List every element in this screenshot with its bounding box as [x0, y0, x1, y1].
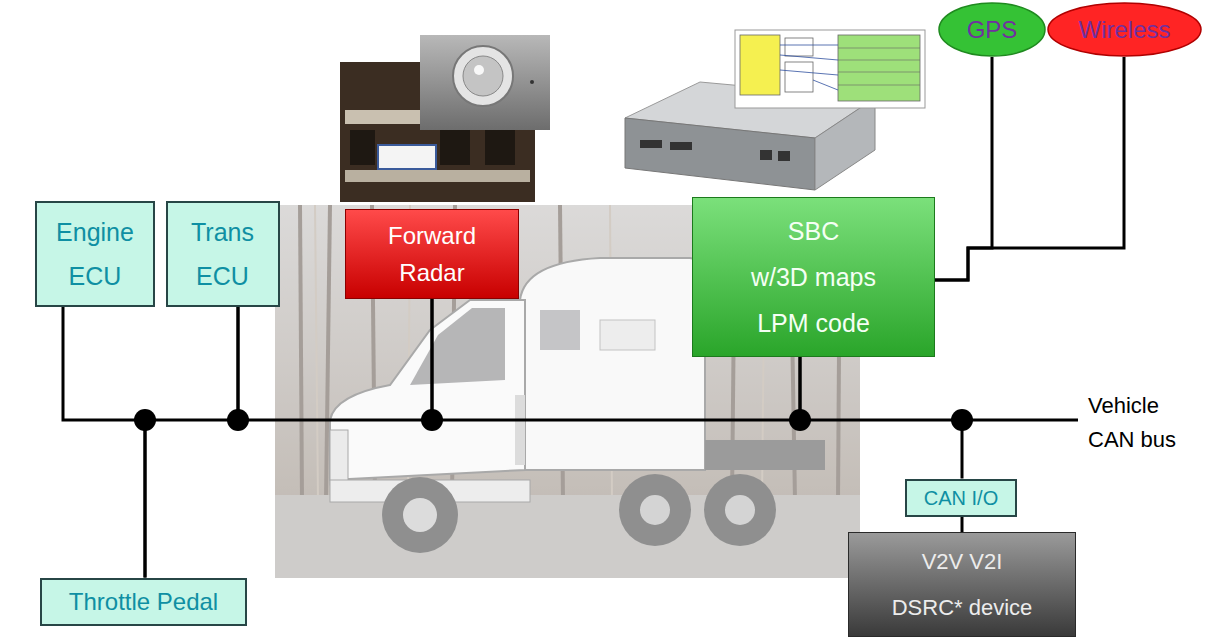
gps-oval: GPS — [938, 2, 1046, 57]
bus-wire — [935, 57, 1124, 280]
node-label: SBC — [788, 208, 839, 254]
bus-wire — [238, 299, 432, 421]
node-label: GPS — [967, 16, 1018, 44]
node-label: Forward Radar — [367, 217, 497, 291]
oval-shape — [1048, 3, 1201, 56]
bus-wire — [800, 357, 962, 479]
radar-photo — [340, 35, 550, 202]
node-body-text: w/3D maps LPM code — [734, 254, 894, 346]
radio-device-box: V2V V2I DSRC* device — [848, 532, 1076, 637]
pedal-box: Throttle Pedal — [40, 578, 247, 626]
wireless-oval: Wireless — [1047, 2, 1202, 57]
label-holder: Vehicle CAN bus — [1088, 389, 1188, 457]
node-label: Wireless — [1078, 16, 1170, 44]
bus-wire — [63, 307, 145, 578]
bus-label: Vehicle CAN bus — [1088, 389, 1188, 457]
ecu-box: Trans ECU — [166, 201, 280, 307]
bus-wire — [961, 517, 964, 533]
radar-box: Forward Radar — [345, 209, 519, 299]
sbc-photo — [625, 30, 925, 190]
computer-box: SBCw/3D maps LPM code — [692, 197, 935, 357]
oval-shape — [939, 3, 1045, 56]
node-label: Throttle Pedal — [69, 587, 218, 617]
node-label: V2V V2I DSRC* device — [887, 539, 1037, 631]
node-label: CAN I/O — [924, 485, 998, 511]
bus-wire — [145, 307, 238, 578]
io-box: CAN I/O — [905, 479, 1017, 517]
node-label: Trans ECU — [177, 210, 269, 298]
node-label: Engine ECU — [46, 210, 144, 298]
ecu-box: Engine ECU — [35, 201, 155, 307]
